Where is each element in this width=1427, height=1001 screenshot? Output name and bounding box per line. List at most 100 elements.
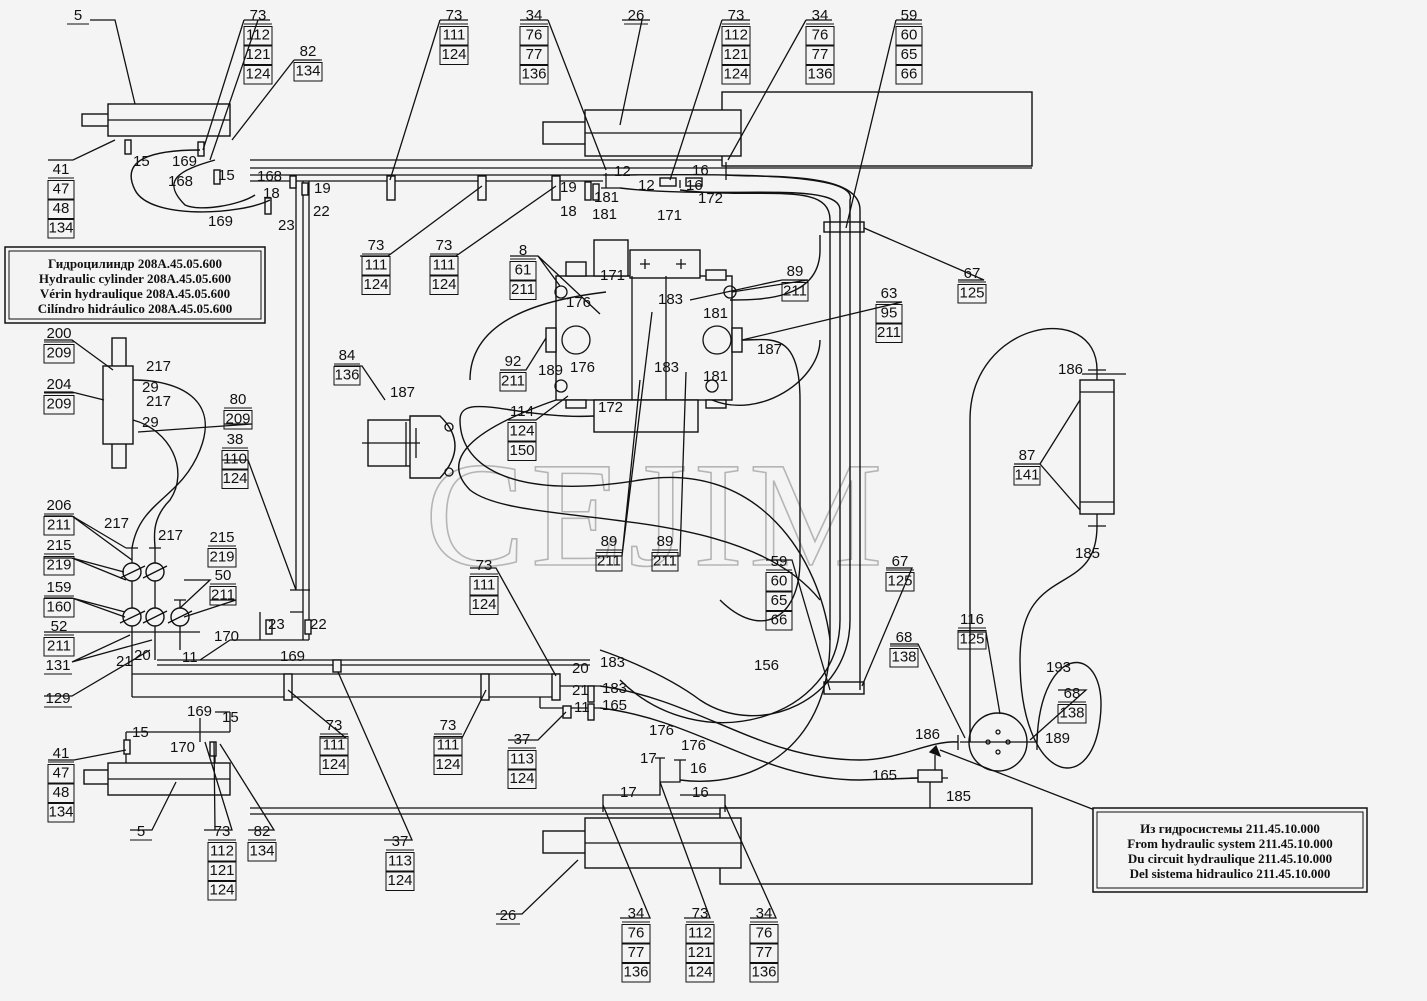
callout-number: 26	[628, 7, 645, 24]
callout-number: 41	[53, 745, 70, 762]
callout-cell	[433, 755, 463, 775]
callout-number: 59	[901, 7, 918, 24]
callout-number: 124	[471, 596, 496, 613]
callout-number: 76	[628, 925, 645, 942]
callout-number: 124	[387, 872, 412, 889]
callout-number: 84	[339, 347, 356, 364]
label: 15	[132, 724, 149, 741]
callout-number: 60	[771, 573, 788, 590]
callout-number: 124	[435, 756, 460, 773]
label: 168	[168, 173, 193, 190]
callout-cell	[805, 26, 835, 46]
callout-number: 136	[623, 964, 648, 981]
callout-cell	[685, 943, 715, 963]
label: 16	[686, 177, 703, 194]
label: 18	[560, 203, 577, 220]
label: 187	[757, 341, 782, 358]
label: 165	[602, 697, 627, 714]
callout-number: 124	[509, 770, 534, 787]
label: 171	[600, 267, 625, 284]
callout-cell	[1057, 704, 1087, 724]
callout-cell	[651, 552, 679, 572]
callout-cell	[895, 45, 923, 65]
callout-cell	[509, 280, 537, 300]
callout-cell	[207, 548, 237, 568]
callout-number: 26	[500, 907, 517, 924]
cylinder-bottom-center	[542, 817, 742, 869]
label: 181	[592, 206, 617, 223]
callout-cell	[621, 943, 651, 963]
callout-number: 73	[476, 557, 493, 574]
callout-cell	[43, 395, 75, 415]
callout-number: 82	[300, 43, 317, 60]
callout-number: 124	[441, 46, 466, 63]
label: 165	[872, 767, 897, 784]
callout-number: 89	[787, 263, 804, 280]
label: 19	[560, 179, 577, 196]
label: 169	[187, 703, 212, 720]
callout-number: 110	[223, 451, 247, 468]
callout-number: 95	[881, 305, 898, 322]
callout-cell	[875, 304, 903, 324]
callout-number: 73	[436, 237, 453, 254]
callout-number: 134	[48, 804, 73, 821]
callout-cell	[333, 366, 361, 386]
note-system: Из гидросистемы 211.45.10.000 From hydra…	[1092, 807, 1368, 893]
label: 17	[620, 784, 637, 801]
callout-number: 73	[446, 7, 463, 24]
callout-cell	[721, 65, 751, 85]
label: 170	[214, 628, 239, 645]
callout-number: 134	[295, 63, 320, 80]
label: 217	[158, 527, 183, 544]
callout-cell	[519, 26, 549, 46]
callout-number: 124	[321, 756, 346, 773]
callout-cell	[429, 256, 459, 276]
callout-cell	[765, 572, 793, 592]
callout-number: 60	[901, 27, 918, 44]
callout-cell	[621, 963, 651, 983]
callout-number: 68	[1064, 685, 1081, 702]
label: 16	[692, 784, 709, 801]
callout-cell	[595, 552, 623, 572]
callout-cell	[361, 256, 391, 276]
note-system-line-ru: Из гидросистемы 211.45.10.000	[1140, 821, 1320, 836]
callout-number: 211	[597, 553, 621, 570]
label: 172	[698, 190, 723, 207]
callout-cell	[781, 282, 809, 302]
note-leader	[939, 749, 1101, 813]
callout-number: 77	[756, 944, 773, 961]
callout-c129: 129	[44, 690, 72, 708]
callout-number: 73	[692, 905, 709, 922]
callout-number: 61	[515, 262, 532, 279]
label: 23	[268, 616, 285, 633]
label: 29	[142, 414, 159, 431]
label: 16	[692, 162, 709, 179]
callout-cell	[805, 65, 835, 85]
filter-right	[1079, 369, 1115, 527]
label: 183	[658, 291, 683, 308]
callout-number: 73	[368, 237, 385, 254]
callout-number: 211	[511, 281, 535, 298]
callout-cell	[507, 441, 537, 461]
callout-number: 211	[47, 638, 71, 655]
callout-cell	[507, 769, 537, 789]
callout-number: 211	[877, 324, 901, 341]
callout-number: 77	[526, 46, 543, 63]
callout-cell	[507, 422, 537, 442]
callout-number: 111	[443, 27, 466, 44]
